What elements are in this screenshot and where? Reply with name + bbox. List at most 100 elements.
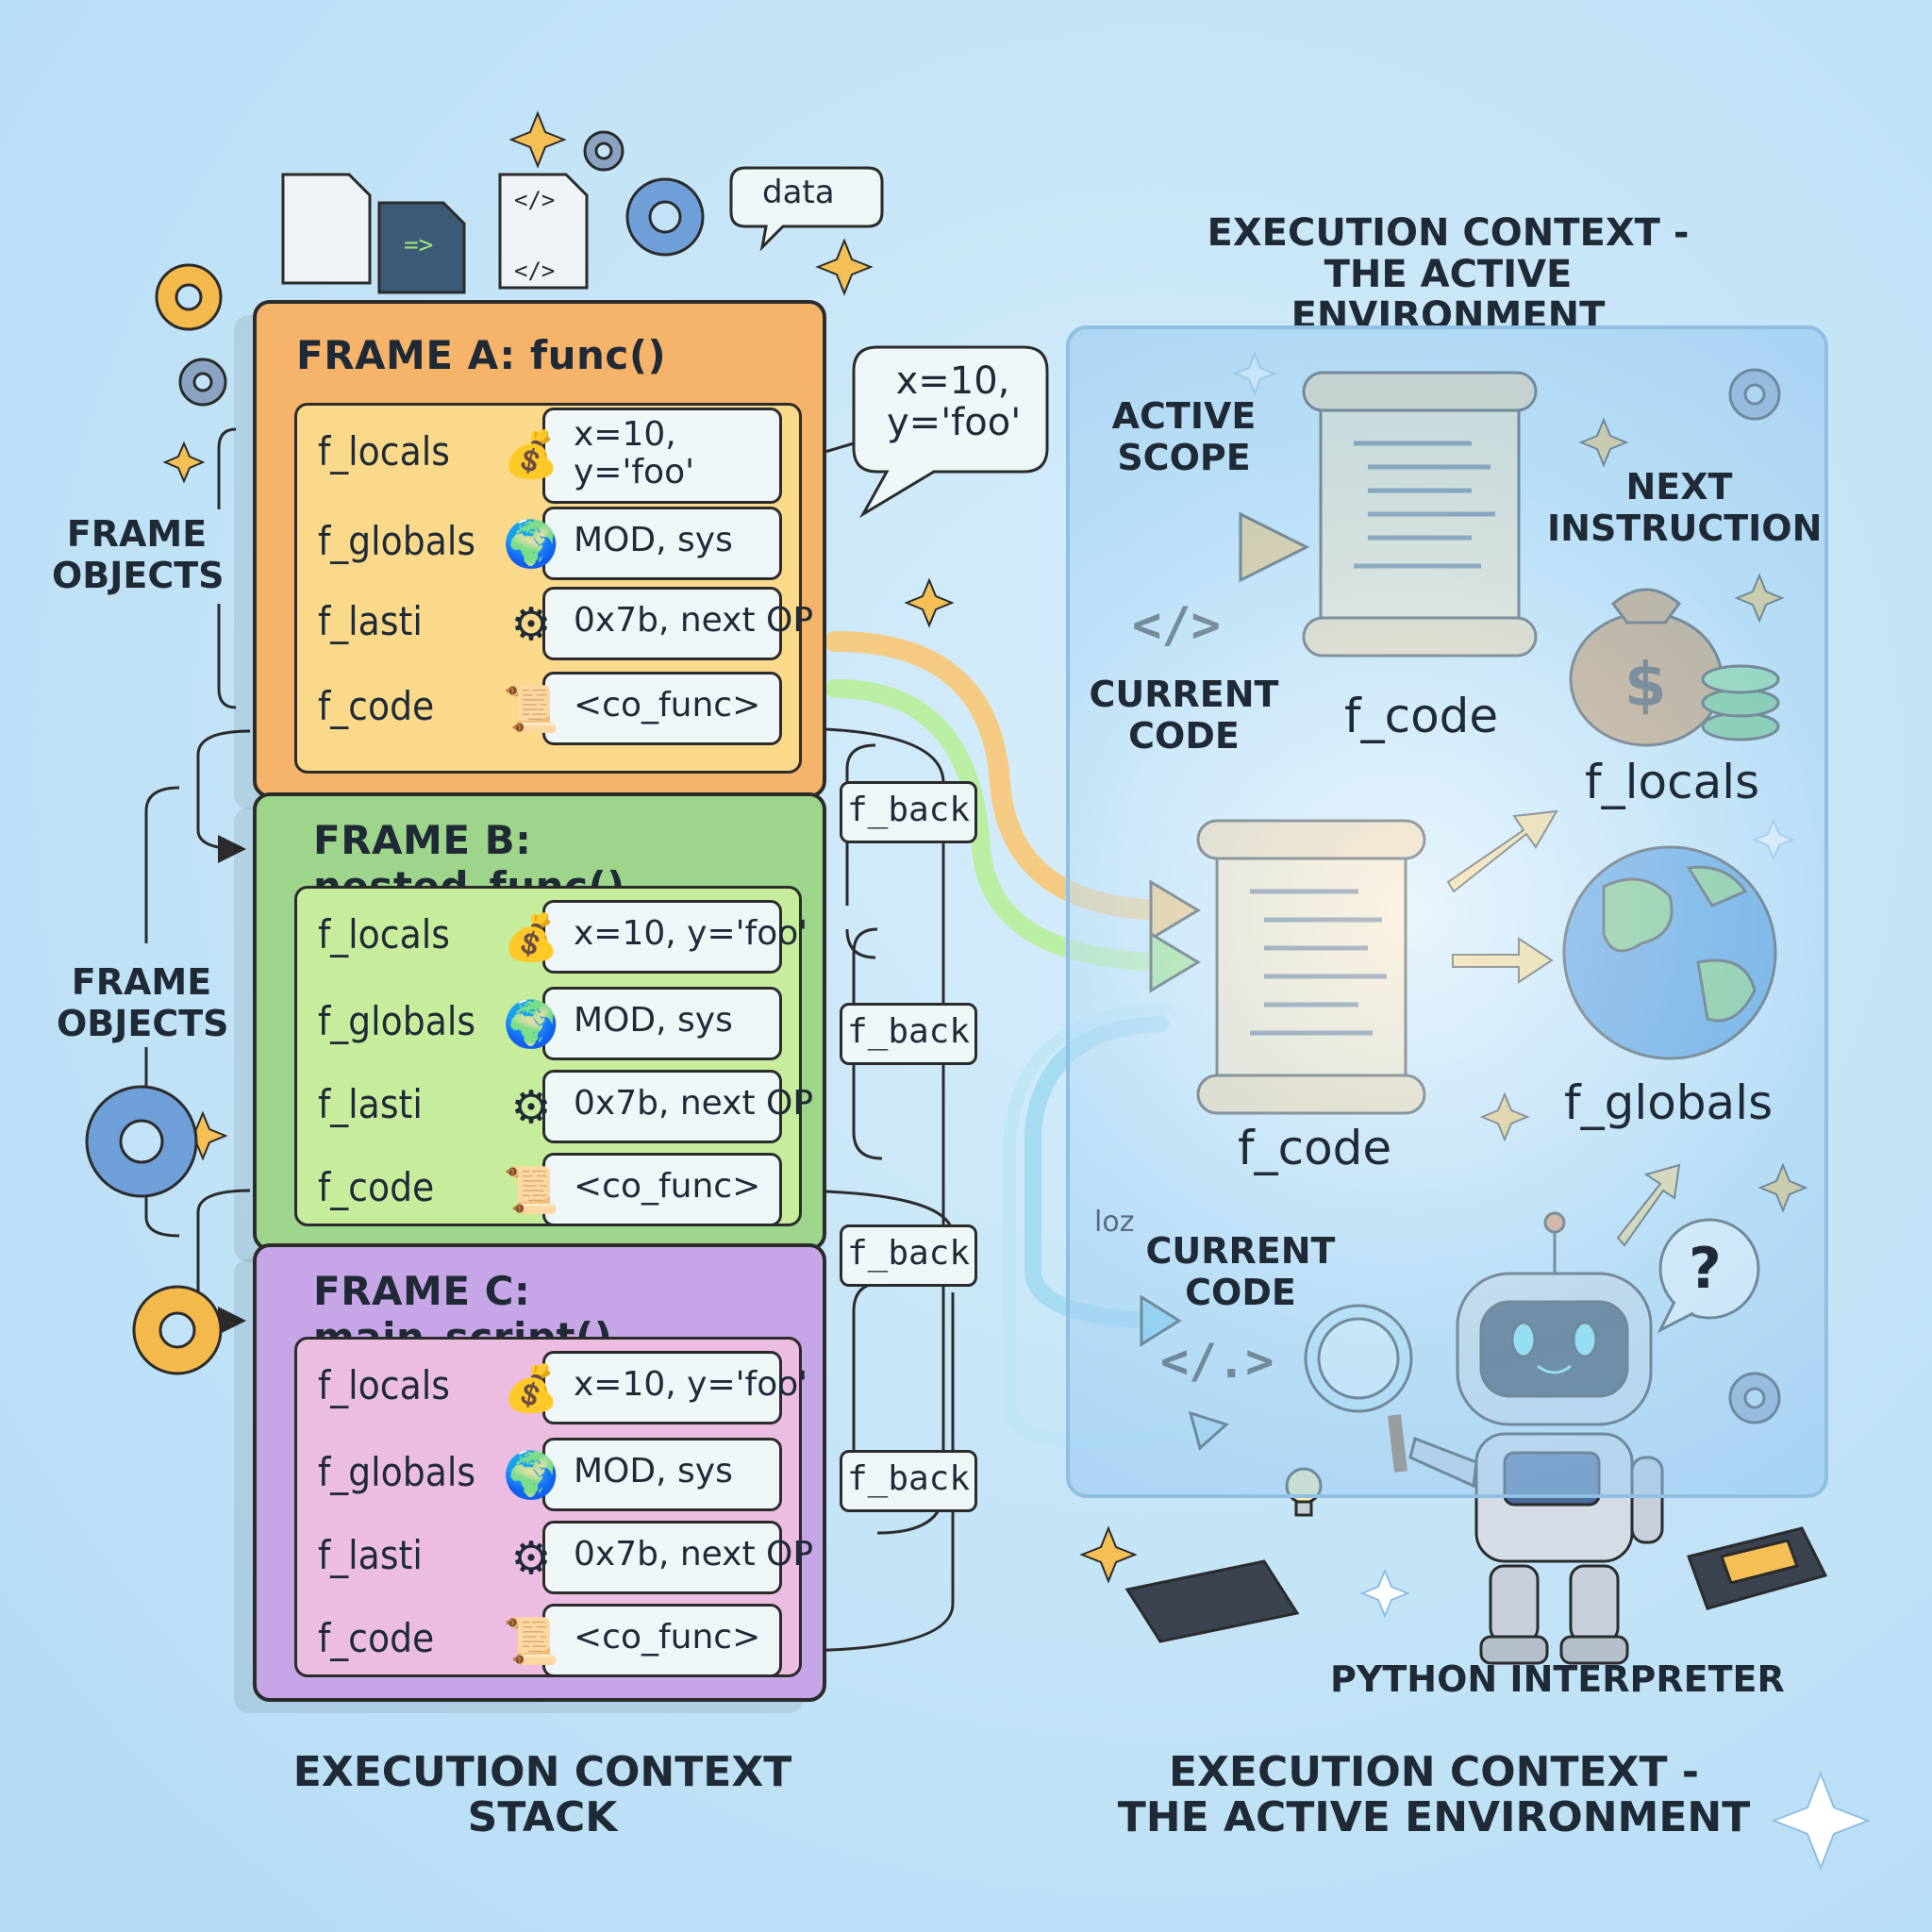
globe-icon: 🌍 bbox=[503, 518, 559, 571]
field-name: f_locals bbox=[318, 1362, 450, 1408]
field-value: <co_func> bbox=[574, 1618, 761, 1657]
money-bag-icon: 💰 bbox=[503, 428, 559, 481]
field-value-box: <co_func> bbox=[542, 1153, 782, 1226]
money-bag-icon: 💰 bbox=[503, 911, 559, 964]
loz-text: loz bbox=[1094, 1206, 1135, 1239]
field-row-f-code: f_code <co_func> 📜 bbox=[318, 672, 799, 747]
callout-text: x=10, y='foo' bbox=[887, 359, 1022, 444]
field-value: MOD, sys bbox=[574, 1001, 733, 1040]
field-value-box: MOD, sys bbox=[542, 507, 782, 580]
gear-icon: ⚙ bbox=[510, 598, 552, 651]
frame-fields-panel: f_locals x=10, y='foo' 💰 f_globals MOD, sys 🌍… bbox=[294, 1337, 813, 1679]
question-mark: ? bbox=[1689, 1236, 1722, 1302]
field-value: 0x7b, next OP bbox=[574, 1084, 814, 1123]
field-name: f_locals bbox=[318, 911, 450, 958]
field-value: <co_func> bbox=[574, 686, 761, 724]
field-value: x=10, y='foo' bbox=[574, 415, 694, 491]
field-name: f_lasti bbox=[318, 1532, 423, 1578]
field-value-box: MOD, sys bbox=[542, 987, 782, 1060]
field-name: f_code bbox=[318, 1615, 435, 1661]
svg-text:</>: </> bbox=[514, 258, 555, 284]
field-row-f-lasti: f_lasti 0x7b, next OP ⚙ bbox=[318, 1070, 813, 1145]
field-name: f_lasti bbox=[318, 1081, 423, 1127]
field-name: f_lasti bbox=[318, 598, 423, 644]
gear-icon: ⚙ bbox=[510, 1532, 552, 1585]
scroll-icon: 📜 bbox=[503, 1164, 559, 1217]
data-bubble-text: data bbox=[762, 174, 835, 211]
data-bubble bbox=[729, 166, 884, 252]
field-name: f_globals bbox=[318, 518, 476, 564]
frame-title: FRAME A: func() bbox=[296, 332, 667, 378]
field-value: 0x7b, next OP bbox=[574, 1535, 814, 1574]
field-row-f-code: f_code <co_func> 📜 bbox=[318, 1153, 799, 1228]
field-name: f_locals bbox=[318, 428, 450, 475]
frame-objects-label-top: FRAME OBJECTS bbox=[52, 513, 225, 596]
field-row-f-locals: f_locals x=10, y='foo' 💰 bbox=[318, 900, 808, 975]
frame-fields-panel: f_locals x=10, y='foo' 💰 f_globals MOD, sys 🌍… bbox=[294, 886, 813, 1228]
field-value: 0x7b, next OP bbox=[574, 601, 814, 640]
active-environment-panel bbox=[1066, 325, 1828, 1498]
field-name: f_globals bbox=[318, 1449, 476, 1495]
field-value: x=10, y='foo' bbox=[574, 1365, 808, 1404]
f-code-label-center: f_code bbox=[1238, 1121, 1392, 1175]
chip-icon-right bbox=[1687, 1526, 1828, 1610]
field-row-f-globals: f_globals MOD, sys 🌍 bbox=[318, 987, 799, 1062]
field-name: f_code bbox=[318, 683, 435, 729]
python-interpreter-label: PYTHON INTERPRETER bbox=[1330, 1658, 1785, 1700]
field-value-box: 0x7b, next OP bbox=[542, 1521, 813, 1594]
gear-decoration-icons bbox=[85, 130, 1781, 1424]
field-row-f-locals: f_locals x=10, y='foo' 💰 bbox=[318, 408, 799, 504]
current-code-label-bottom: CURRENT CODE bbox=[1145, 1230, 1336, 1313]
globe-icon: 🌍 bbox=[503, 998, 559, 1051]
f-back-label-4: f_back bbox=[840, 1450, 977, 1512]
frame-a: FRAME A: func() f_locals x=10, y='foo' 💰 f_g… bbox=[253, 300, 826, 798]
field-value-box: <co_func> bbox=[542, 1604, 782, 1677]
field-row-f-locals: f_locals x=10, y='foo' 💰 bbox=[318, 1351, 808, 1426]
current-code-label-top: CURRENT CODE bbox=[1089, 674, 1279, 757]
panel-top-title: EXECUTION CONTEXT - THE ACTIVE ENVIRONME… bbox=[1207, 211, 1690, 338]
gear-icon: ⚙ bbox=[510, 1081, 552, 1134]
document-icons: => </> </> bbox=[281, 173, 589, 294]
field-value: MOD, sys bbox=[574, 1452, 733, 1491]
scroll-icon: 📜 bbox=[503, 683, 559, 736]
panel-bottom-title: EXECUTION CONTEXT - THE ACTIVE ENVIRONME… bbox=[1117, 1748, 1751, 1842]
svg-text:</>: </> bbox=[514, 187, 555, 213]
field-value: MOD, sys bbox=[574, 521, 733, 559]
field-name: f_code bbox=[318, 1164, 435, 1210]
field-value-box: 0x7b, next OP bbox=[542, 587, 813, 660]
f-locals-label: f_locals bbox=[1585, 755, 1760, 809]
callout-bubble bbox=[852, 345, 1049, 519]
field-name: f_globals bbox=[318, 998, 476, 1044]
svg-text:=>: => bbox=[404, 231, 433, 259]
money-bag-icon: 💰 bbox=[503, 1362, 559, 1415]
frame-objects-bracket-top bbox=[217, 427, 237, 709]
f-back-label-3: f_back bbox=[840, 1224, 977, 1287]
field-value-box: x=10, y='foo' bbox=[542, 1351, 808, 1424]
field-value-box: x=10, y='foo' bbox=[542, 900, 808, 974]
field-row-f-lasti: f_lasti 0x7b, next OP ⚙ bbox=[318, 587, 813, 662]
field-value-box: MOD, sys bbox=[542, 1438, 782, 1511]
field-value: x=10, y='foo' bbox=[574, 914, 808, 953]
field-row-f-globals: f_globals MOD, sys 🌍 bbox=[318, 507, 799, 582]
next-instruction-label: NEXT INSTRUCTION bbox=[1547, 466, 1823, 549]
active-scope-label: ACTIVE SCOPE bbox=[1111, 395, 1257, 478]
field-row-f-globals: f_globals MOD, sys 🌍 bbox=[318, 1438, 799, 1513]
globe-icon: 🌍 bbox=[503, 1449, 559, 1502]
field-value-box: 0x7b, next OP bbox=[542, 1070, 813, 1143]
frame-objects-bracket-bottom bbox=[144, 786, 180, 1238]
f-back-label-1: f_back bbox=[840, 781, 977, 843]
f-back-label-2: f_back bbox=[840, 1003, 977, 1065]
field-value-box: <co_func> bbox=[542, 672, 782, 745]
field-row-f-code: f_code <co_func> 📜 bbox=[318, 1604, 799, 1679]
field-value-box: x=10, y='foo' bbox=[542, 408, 782, 504]
scroll-icon: 📜 bbox=[503, 1615, 559, 1668]
frame-objects-label-bottom: FRAME OBJECTS bbox=[57, 961, 229, 1044]
stack-caption: EXECUTION CONTEXT STACK bbox=[292, 1748, 792, 1842]
f-code-label-top: f_code bbox=[1344, 689, 1499, 743]
field-row-f-lasti: f_lasti 0x7b, next OP ⚙ bbox=[318, 1521, 813, 1596]
f-globals-label: f_globals bbox=[1564, 1075, 1774, 1130]
chip-icon-left bbox=[1124, 1559, 1300, 1643]
field-value: <co_func> bbox=[574, 1167, 761, 1206]
